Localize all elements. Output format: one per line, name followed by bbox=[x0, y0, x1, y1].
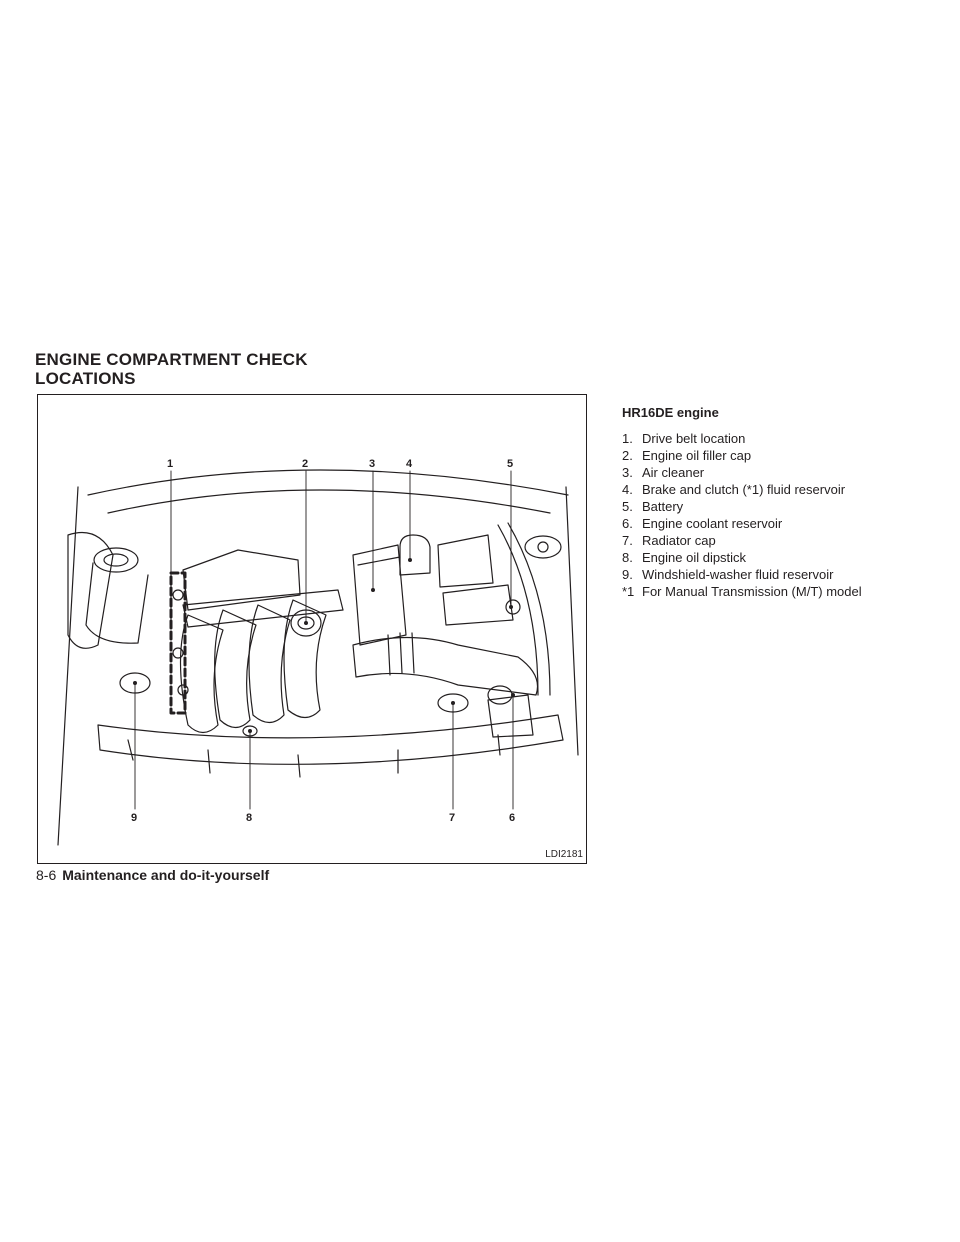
legend-heading: HR16DE engine bbox=[622, 405, 719, 420]
fender-lines bbox=[57, 486, 579, 846]
legend-marker: 7. bbox=[622, 533, 633, 548]
legend-text: Engine oil dipstick bbox=[642, 550, 747, 565]
pulley-upper bbox=[172, 589, 184, 601]
air-cleaner-box bbox=[352, 544, 407, 646]
legend-marker: 5. bbox=[622, 499, 633, 514]
legend-marker: 4. bbox=[622, 482, 633, 497]
chapter-title: Maintenance and do-it-yourself bbox=[62, 867, 270, 883]
left-strut-area bbox=[67, 531, 114, 649]
page-footer: 8-6 Maintenance and do-it-yourself bbox=[36, 866, 269, 884]
legend-footnote: *1 For Manual Transmission (M/T) model bbox=[622, 583, 942, 600]
battery-terminal bbox=[505, 599, 521, 615]
radiator-support-brackets bbox=[127, 734, 501, 778]
callout-9: 9 bbox=[131, 812, 137, 824]
hood-edge-line bbox=[87, 469, 569, 496]
washer-tank-cap bbox=[93, 547, 139, 573]
callout-3: 3 bbox=[369, 458, 375, 470]
legend-item: 3. Air cleaner bbox=[622, 464, 942, 481]
legend-marker: 3. bbox=[622, 465, 633, 480]
legend-item: 1. Drive belt location bbox=[622, 430, 942, 447]
callout-5: 5 bbox=[507, 458, 513, 470]
callout-8: 8 bbox=[246, 812, 252, 824]
callout-lines bbox=[134, 470, 514, 810]
coolant-reservoir-body bbox=[487, 694, 534, 738]
legend-marker: 8. bbox=[622, 550, 633, 565]
section-title-line-1: ENGINE COMPARTMENT CHECK bbox=[35, 350, 308, 369]
valve-cover bbox=[182, 549, 301, 611]
radiator-hoses bbox=[497, 522, 551, 696]
legend-text: Air cleaner bbox=[642, 465, 705, 480]
figure-legend: HR16DE engine 1. Drive belt location 2. En… bbox=[622, 404, 942, 600]
radiator-support bbox=[97, 714, 564, 765]
legend-marker: *1 bbox=[622, 584, 635, 599]
legend-text: Brake and clutch (*1) fluid reservoir bbox=[642, 482, 846, 497]
legend-marker: 6. bbox=[622, 516, 633, 531]
callout-2: 2 bbox=[302, 458, 308, 470]
legend-marker: 2. bbox=[622, 448, 633, 463]
legend-text: Radiator cap bbox=[642, 533, 716, 548]
pulley-middle bbox=[172, 647, 184, 659]
legend-list: 1. Drive belt location 2. Engine oil fille… bbox=[622, 430, 942, 600]
strut-tower-right bbox=[524, 535, 562, 559]
legend-item: 7. Radiator cap bbox=[622, 532, 942, 549]
engine-compartment-illustration: 1 2 3 4 5 6 7 8 9 bbox=[57, 458, 579, 846]
legend-item: 9. Windshield-washer fluid reservoir bbox=[622, 566, 942, 583]
callout-dots bbox=[133, 558, 515, 733]
engine-compartment-figure: 1 2 3 4 5 6 7 8 9 LDI2181 bbox=[37, 394, 587, 864]
coolant-reservoir-cap bbox=[487, 685, 513, 705]
battery-box bbox=[442, 584, 514, 626]
air-cleaner-seam bbox=[357, 556, 401, 566]
legend-text: Battery bbox=[642, 499, 684, 514]
section-title: ENGINE COMPARTMENT CHECK LOCATIONS bbox=[35, 350, 308, 388]
callout-labels: 1 2 3 4 5 6 7 8 9 bbox=[131, 458, 515, 824]
legend-item: 2. Engine oil filler cap bbox=[622, 447, 942, 464]
legend-marker: 9. bbox=[622, 567, 633, 582]
callout-7: 7 bbox=[449, 812, 455, 824]
cowl-line bbox=[107, 489, 551, 514]
section-title-line-2: LOCATIONS bbox=[35, 369, 136, 388]
fuse-box bbox=[437, 534, 494, 588]
drive-belt-highlight bbox=[169, 571, 187, 715]
callout-1: 1 bbox=[167, 458, 173, 470]
callout-6: 6 bbox=[509, 812, 515, 824]
legend-item: 4. Brake and clutch (*1) fluid reservoir bbox=[622, 481, 942, 498]
legend-item: 8. Engine oil dipstick bbox=[622, 549, 942, 566]
legend-text: For Manual Transmission (M/T) model bbox=[642, 584, 862, 599]
strut-tower-bolt bbox=[537, 541, 549, 553]
legend-item: 5. Battery bbox=[622, 498, 942, 515]
legend-item: 6. Engine coolant reservoir bbox=[622, 515, 942, 532]
intake-duct-ribs bbox=[387, 632, 415, 676]
washer-tank-body bbox=[85, 562, 149, 644]
intake-manifold bbox=[179, 589, 344, 734]
legend-text: Engine coolant reservoir bbox=[642, 516, 783, 531]
pulley-lower bbox=[177, 684, 189, 696]
brake-reservoir bbox=[399, 534, 431, 576]
legend-text: Drive belt location bbox=[642, 431, 746, 446]
legend-marker: 1. bbox=[622, 431, 633, 446]
legend-text: Engine oil filler cap bbox=[642, 448, 752, 463]
callout-4: 4 bbox=[406, 458, 413, 470]
page-number: 8-6 bbox=[36, 867, 57, 883]
figure-code: LDI2181 bbox=[545, 849, 583, 860]
legend-text: Windshield-washer fluid reservoir bbox=[642, 567, 834, 582]
washer-tank-cap-inner bbox=[103, 553, 129, 567]
intake-duct bbox=[352, 636, 539, 696]
